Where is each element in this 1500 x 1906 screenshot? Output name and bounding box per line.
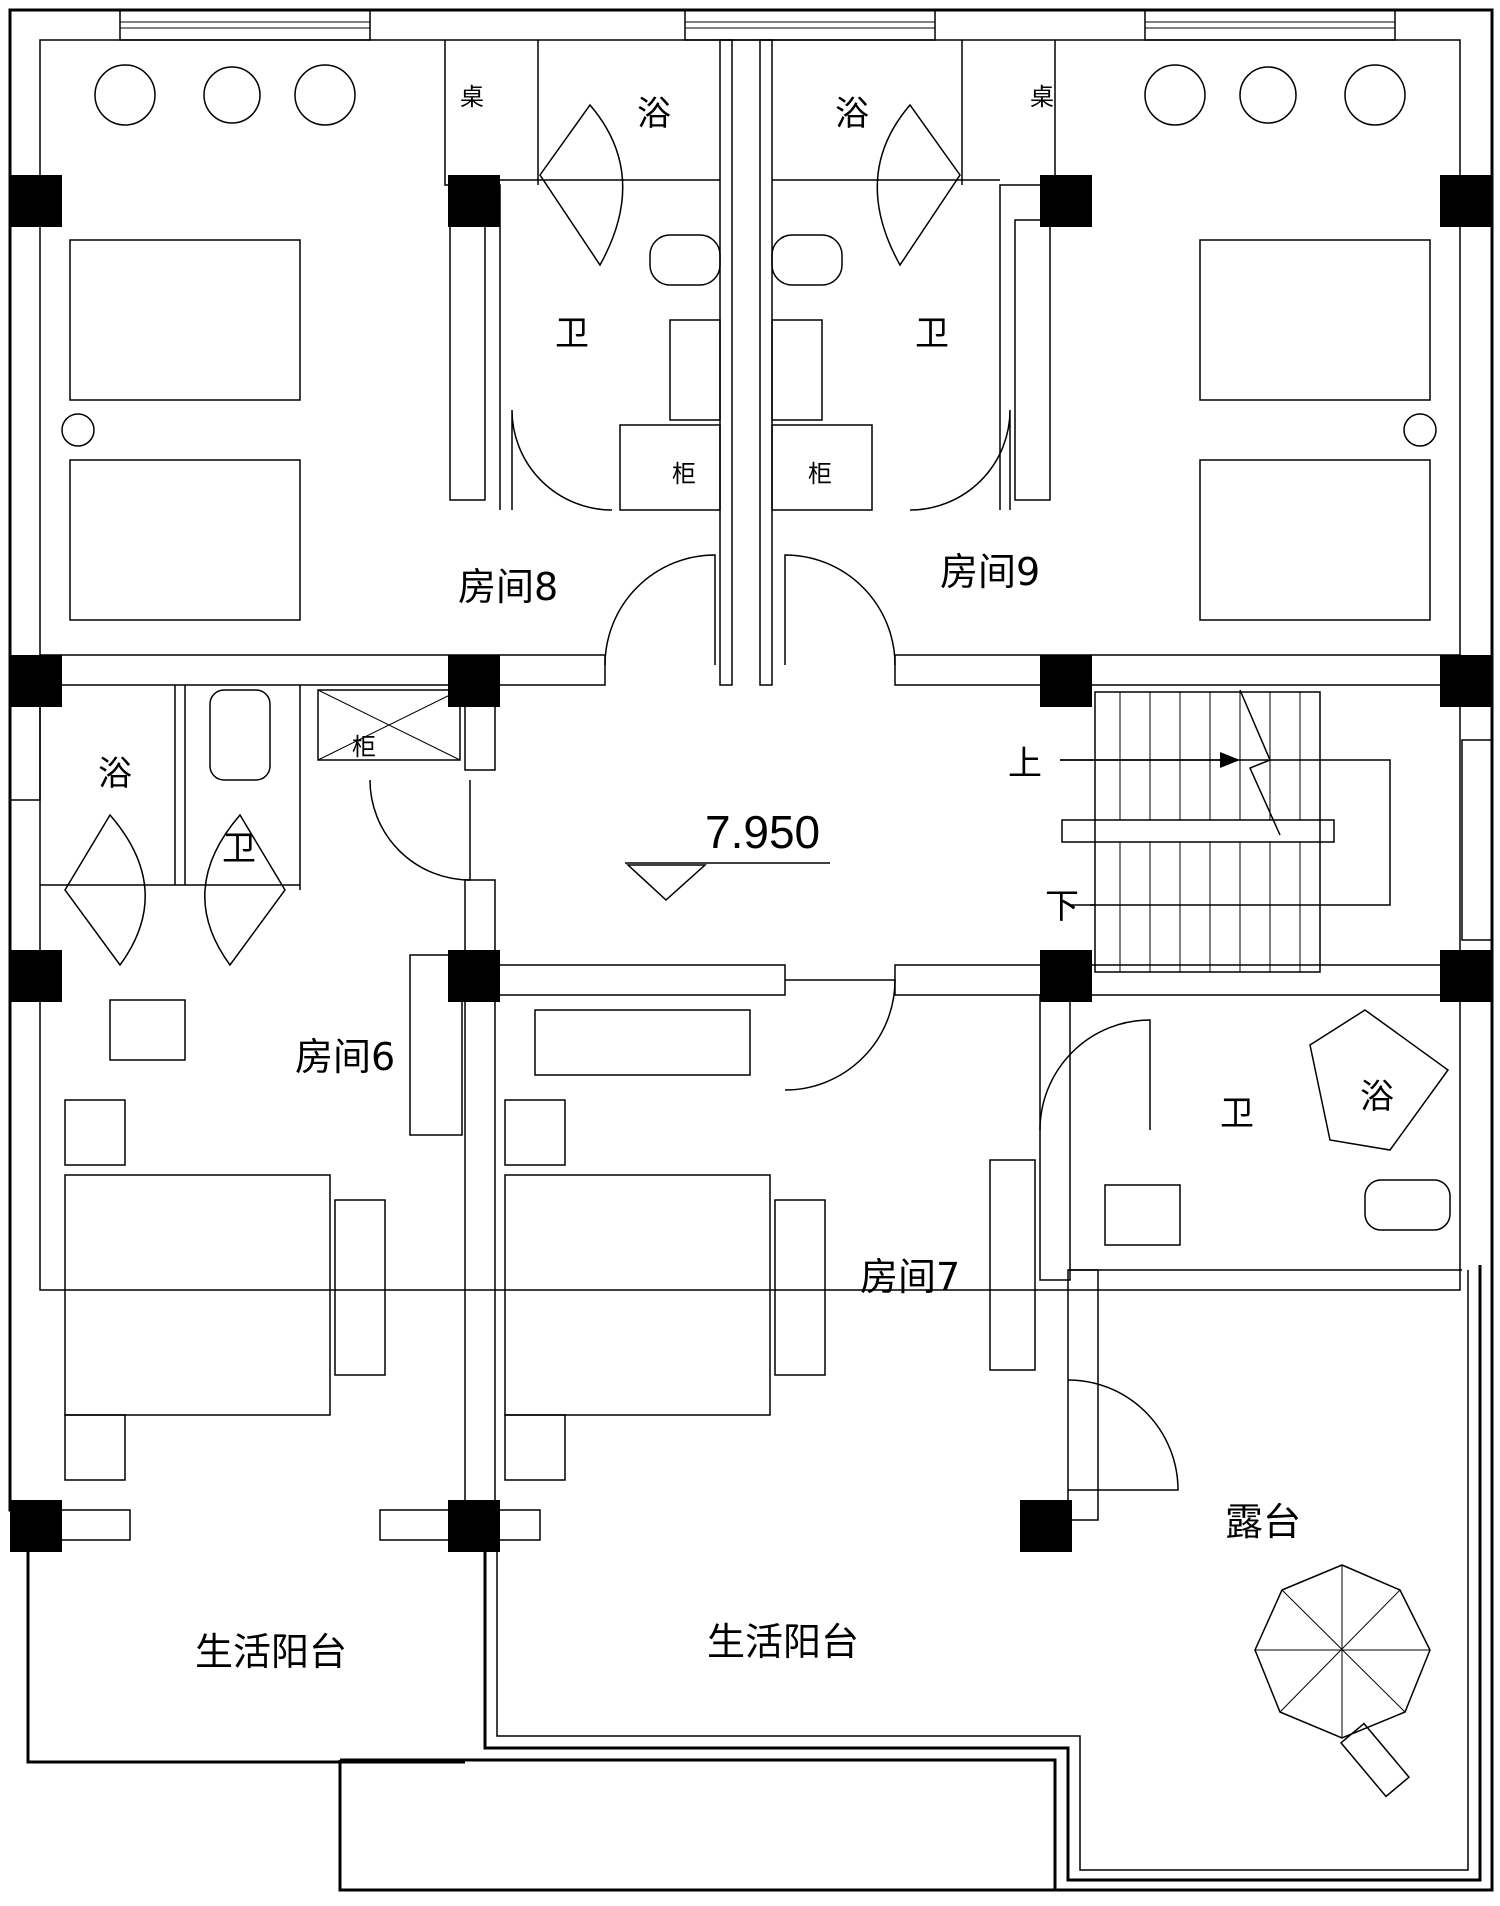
stair-down-label: 下: [1045, 887, 1079, 927]
beds: [64, 239, 1431, 1481]
doors: [369, 409, 1179, 1491]
stair-annotations: 上 下: [1008, 744, 1240, 927]
wc-mid-left-label: 卫: [222, 829, 256, 869]
room-8-label: 房间8: [458, 565, 558, 609]
wardrobes: [409, 219, 1051, 1371]
wc-top-right-label: 卫: [915, 314, 949, 354]
bath-mid-left-label: 浴: [98, 754, 132, 794]
desk-right-label: 桌: [1030, 83, 1054, 111]
shower-fixtures: [64, 103, 1450, 1151]
terrace-label: 露台: [1225, 1500, 1301, 1544]
bath-right-label: 浴: [1360, 1077, 1394, 1117]
sanitary-ware: [109, 234, 1451, 1246]
room-labels: 房间8 房间9 房间6 房间7 生活阳台 生活阳台 露台: [195, 550, 1301, 1674]
cabinet-left-label: 柜: [672, 460, 696, 488]
room-9-label: 房间9: [940, 550, 1040, 594]
balcony-left-label: 生活阳台: [195, 1630, 347, 1674]
stairs: [1060, 689, 1391, 973]
umbrella: [1254, 1564, 1431, 1798]
elevation-text: 7.950: [705, 806, 820, 858]
wc-top-left-label: 卫: [555, 314, 589, 354]
interior-walls: [39, 39, 1462, 1541]
wc-right-label: 卫: [1220, 1094, 1254, 1134]
cabinet-mid-label: 柜: [352, 733, 376, 761]
stair-up-label: 上: [1008, 744, 1042, 784]
elevation-marker: 7.950: [625, 806, 830, 902]
columns: [10, 175, 1492, 1552]
closet-box: [317, 689, 461, 761]
desk-left-label: 桌: [460, 83, 484, 111]
bath-top-right-label: 浴: [835, 94, 869, 134]
balcony-mid-label: 生活阳台: [707, 1620, 859, 1664]
room-7-label: 房间7: [860, 1255, 960, 1299]
bath-top-left-label: 浴: [637, 94, 671, 134]
cabinet-right-label: 柜: [808, 460, 832, 488]
room-6-label: 房间6: [295, 1035, 395, 1079]
top-windows: [9, 9, 1493, 941]
fixture-labels: 浴 浴 浴 浴 卫 卫 卫 卫 桌 桌 柜 柜 柜: [98, 83, 1394, 1134]
lounge-furniture: [61, 64, 1437, 447]
